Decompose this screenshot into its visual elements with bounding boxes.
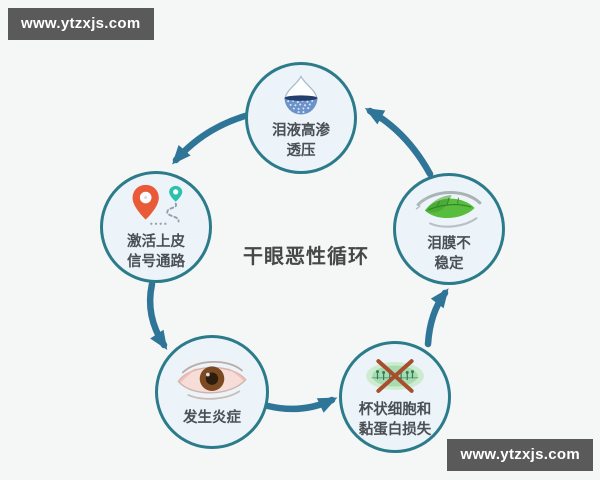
node-label-line: 泪膜不 xyxy=(427,235,471,252)
map-pin-route-icon xyxy=(126,181,186,230)
node-label: 泪膜不 稳定 xyxy=(427,235,471,274)
watermark-bottom-right: www.ytzxjs.com xyxy=(447,439,593,471)
node-label-line: 杯状细胞和 xyxy=(358,401,432,418)
diagram-title: 干眼恶性循环 xyxy=(243,246,369,268)
node-goblet-cell-mucin-loss: 杯状细胞和 黏蛋白损失 xyxy=(339,341,451,453)
leaf-eye-icon xyxy=(411,184,487,232)
arrow-left-to-bottomleft xyxy=(146,280,168,351)
arrow-top-to-left xyxy=(172,110,256,165)
node-label: 杯状细胞和 黏蛋白损失 xyxy=(359,401,432,440)
water-drop-icon xyxy=(277,74,325,119)
node-label-line: 稳定 xyxy=(434,255,464,272)
node-label: 激活上皮 信号通路 xyxy=(127,233,185,272)
arrow-bottomright-to-right xyxy=(424,288,449,348)
node-label-line: 透压 xyxy=(286,143,316,159)
node-label: 发生炎症 xyxy=(183,409,241,429)
inflamed-eye-icon xyxy=(172,355,252,406)
node-inflammation: 发生炎症 xyxy=(155,335,269,449)
crossed-goblet-cells-icon xyxy=(360,354,430,398)
node-epithelial-signaling: 激活上皮 信号通路 xyxy=(100,171,212,283)
node-label-line: 激活上皮 xyxy=(127,234,185,251)
node-tear-film-instability: 泪膜不 稳定 xyxy=(393,173,505,285)
arrow-right-to-top xyxy=(364,107,434,178)
node-label-line: 发生炎症 xyxy=(183,410,241,427)
arrow-bottomleft-to-bottomright xyxy=(264,396,338,413)
node-label-line: 黏蛋白损失 xyxy=(358,421,432,438)
node-label-line: 泪液高渗 xyxy=(272,123,330,140)
node-tear-hyperosmolarity: 泪液高渗 透压 xyxy=(245,62,357,174)
watermark-top-left: www.ytzxjs.com xyxy=(8,8,154,40)
node-label-line: 信号通路 xyxy=(127,254,185,270)
node-label: 泪液高渗 透压 xyxy=(272,122,330,161)
